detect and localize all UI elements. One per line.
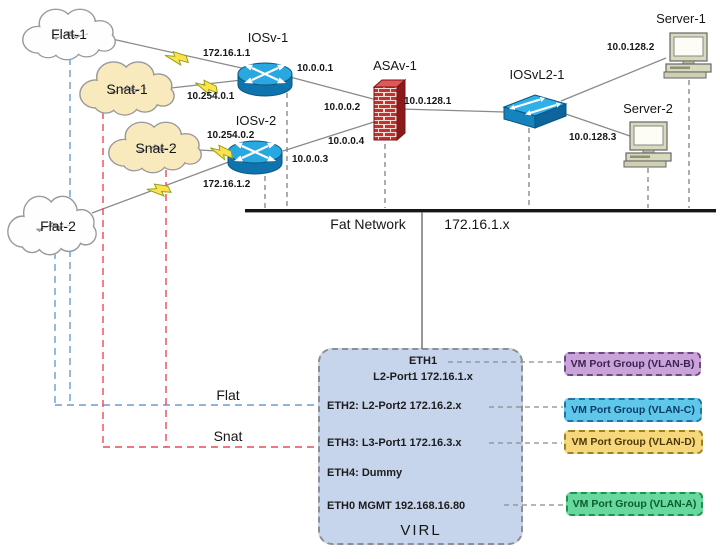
server2-label: Server-2	[623, 101, 673, 116]
ip-iosv2-asav: 10.0.0.4	[328, 136, 365, 147]
virl-eth4-label: ETH4: Dummy	[327, 467, 403, 479]
snat2-cloud-label: Snat-2	[135, 140, 177, 156]
virl-title: VIRL	[400, 522, 442, 539]
server1-label: Server-1	[656, 11, 706, 26]
flat-line-label: Flat	[216, 387, 240, 403]
fat-network-label: Fat Network	[330, 216, 406, 232]
ip-flat2-iosv2: 172.16.1.2	[203, 179, 251, 190]
virl-eth1-label: ETH1	[408, 355, 438, 367]
ip-iosv1-eth: 10.0.0.1	[297, 63, 334, 74]
ip-flat1-iosv1: 172.16.1.1	[203, 48, 251, 59]
vm-port-group-vlan-d: VM Port Group (VLAN-D)	[564, 430, 703, 454]
virl-eth1-port-label: L2-Port1 172.16.1.x	[373, 371, 473, 383]
ip-server2: 10.0.128.3	[569, 132, 617, 143]
vm-port-group-vlan-b: VM Port Group (VLAN-B)	[564, 352, 701, 376]
virl-eth2-label: ETH2: L2-Port2 172.16.2.x	[327, 400, 462, 412]
ip-iosv2-eth: 10.0.0.3	[292, 154, 329, 165]
virl-eth3-label: ETH3: L3-Port1 172.16.3.x	[327, 437, 462, 449]
vm-port-group-vlan-c: VM Port Group (VLAN-C)	[564, 398, 702, 422]
flat2-cloud-label: Flat-2	[40, 218, 76, 234]
iosv1-label: IOSv-1	[247, 30, 289, 45]
vm-port-group-vlan-a: VM Port Group (VLAN-A)	[566, 492, 703, 516]
snat1-cloud-label: Snat-1	[106, 81, 148, 97]
flat1-cloud-label: Flat-1	[51, 26, 87, 42]
ip-asav-switch: 10.0.128.1	[404, 96, 452, 107]
ip-snat1-iosv1: 10.254.0.1	[187, 91, 235, 102]
iosvl2-label: IOSvL2-1	[509, 67, 565, 82]
bus-subnet-label: 172.16.1.x	[444, 216, 510, 232]
snat-line-label: Snat	[213, 428, 243, 444]
virl-eth0-label: ETH0 MGMT 192.168.16.80	[327, 500, 466, 512]
ip-iosv1-asav: 10.0.0.2	[324, 102, 361, 113]
ip-snat2-iosv2: 10.254.0.2	[207, 130, 255, 141]
ip-server1: 10.0.128.2	[607, 42, 655, 53]
asav1-label: ASAv-1	[373, 58, 417, 73]
iosv2-label: IOSv-2	[235, 113, 277, 128]
